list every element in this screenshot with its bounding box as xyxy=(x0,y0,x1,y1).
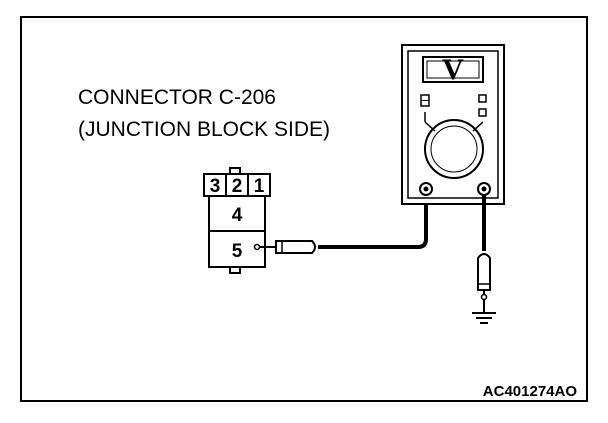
pin-label-5: 5 xyxy=(232,241,243,262)
voltmeter: V xyxy=(401,44,505,205)
ground-symbol xyxy=(472,312,496,324)
pin-label-3: 3 xyxy=(210,176,221,197)
meter-button-right-bottom xyxy=(478,108,487,117)
connector-title-line2: (JUNCTION BLOCK SIDE) xyxy=(78,118,330,141)
positive-lead-wire xyxy=(318,192,428,249)
meter-rotary-dial xyxy=(424,119,484,179)
positive-test-probe xyxy=(253,240,316,254)
meter-mode-symbol: V xyxy=(442,53,464,86)
figure-frame xyxy=(20,16,588,402)
pin-label-2: 2 xyxy=(232,176,243,197)
pin-label-4: 4 xyxy=(232,205,243,226)
meter-button-right-top xyxy=(478,94,487,103)
pin-label-1: 1 xyxy=(254,176,265,197)
negative-test-probe xyxy=(477,253,491,312)
connector-title-line1: CONNECTOR C-206 xyxy=(78,86,276,109)
figure-code: AC401274AO xyxy=(483,383,578,400)
connector-c206: 3 2 1 4 5 xyxy=(203,167,271,274)
